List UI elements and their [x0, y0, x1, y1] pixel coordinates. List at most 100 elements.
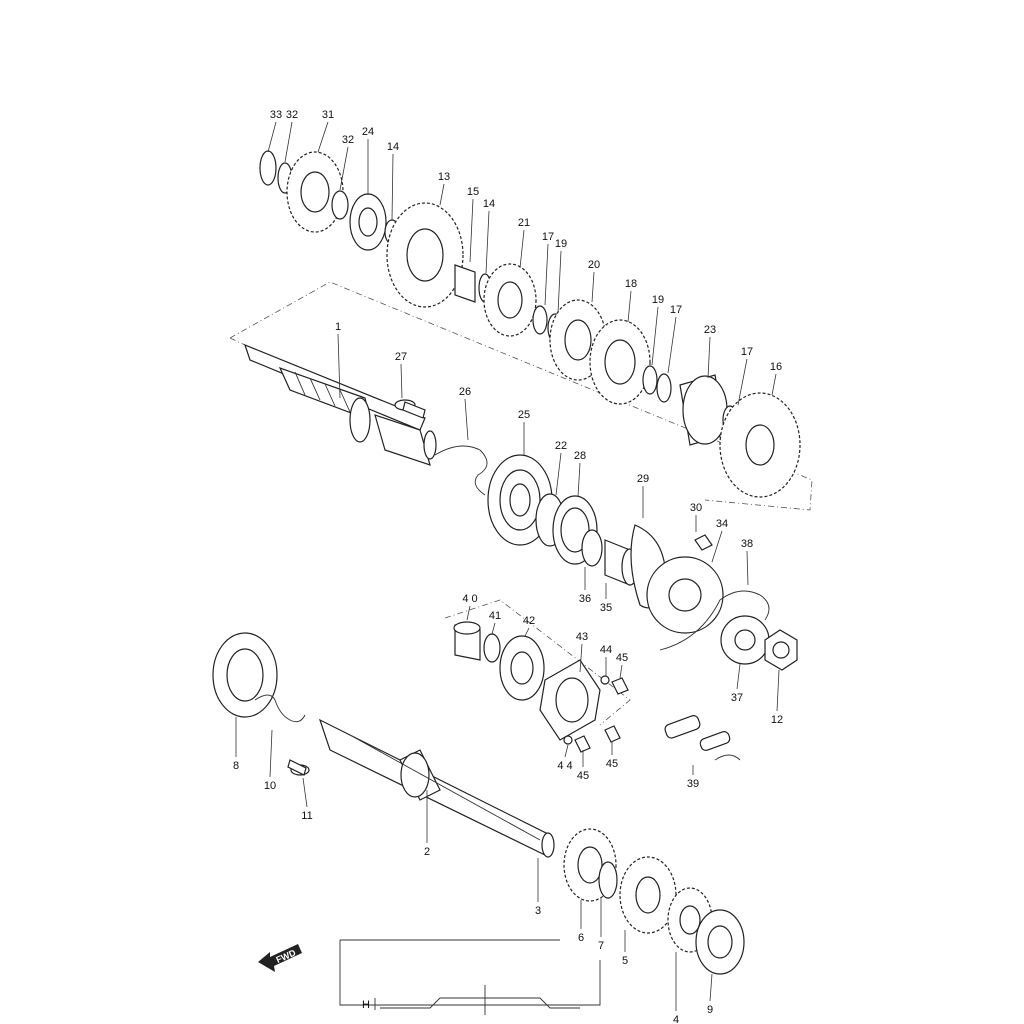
part-label-11: 11: [301, 810, 312, 822]
part-label-24: 24: [362, 126, 374, 138]
leader-line-10: [269, 729, 273, 778]
gear-16: [719, 392, 801, 498]
leader-line-41: [491, 622, 496, 635]
washer-32b: [331, 190, 349, 220]
part-label-32a: 32: [286, 109, 298, 121]
leader-line-13: [439, 183, 445, 206]
bolt-45a: [611, 677, 629, 695]
plate-10: [254, 694, 306, 723]
counter-shaft: [318, 718, 555, 858]
screw-27: [394, 399, 426, 419]
part-label-14a: 14: [387, 141, 399, 153]
bolt-45c: [574, 735, 591, 753]
part-label-22: 22: [555, 440, 567, 452]
leader-line-31: [317, 121, 329, 153]
gear-23: [679, 374, 728, 446]
part-label-13: 13: [438, 171, 450, 183]
gear-31: [286, 151, 344, 233]
part-label-19b: 19: [652, 294, 664, 306]
part-label-39: 39: [687, 778, 699, 790]
leader-line-22: [555, 452, 562, 496]
part-label-45c: 45: [606, 758, 618, 770]
part-label-31: 31: [322, 109, 334, 121]
leader-line-33: [267, 121, 277, 153]
part-label-34: 34: [716, 518, 728, 530]
leader-line-32b: [339, 146, 349, 191]
circlip-17a: [532, 305, 548, 335]
cover-43: [539, 659, 601, 741]
part-label-7: 7: [598, 940, 604, 952]
part-label-17a: 17: [542, 231, 554, 243]
part-label-3: 3: [535, 905, 541, 917]
nut-12: [764, 629, 798, 671]
part-label-9: 9: [707, 1004, 713, 1016]
cover-group-outline: [444, 599, 631, 726]
bushing-40: [453, 621, 481, 661]
leader-line-27: [400, 363, 403, 399]
leader-line-44b: [564, 744, 569, 758]
leader-line-14a: [391, 153, 394, 221]
part-label-30: 30: [690, 502, 702, 514]
part-label-12: 12: [771, 714, 783, 726]
leader-line-38: [746, 550, 749, 586]
gear-18: [589, 319, 651, 405]
bolt-30: [694, 534, 713, 551]
leader-line-37: [736, 663, 741, 690]
leader-line-16: [771, 373, 777, 396]
leader-line-17a: [544, 243, 549, 306]
part-label-42: 42: [523, 615, 535, 627]
part-label-29: 29: [637, 473, 649, 485]
leader-line-40: [466, 605, 471, 621]
part-label-23: 23: [704, 324, 716, 336]
leader-line-26: [464, 398, 469, 441]
leader-line-21: [519, 229, 525, 269]
part-label-45b: 45: [577, 770, 589, 782]
part-label-19a: 19: [555, 238, 567, 250]
leader-line-17b: [667, 316, 677, 374]
chain-38: [659, 590, 770, 651]
part-label-25: 25: [518, 409, 530, 421]
leader-line-9: [709, 973, 713, 1002]
part-label-4: 4: [673, 1014, 679, 1024]
fwd-arrow-icon: [258, 944, 302, 972]
part-label-33: 33: [270, 109, 282, 121]
part-label-2: 2: [424, 846, 430, 858]
part-label-10: 10: [264, 780, 276, 792]
bearing-9: [695, 909, 745, 975]
washer-7: [598, 861, 618, 899]
washer-19b: [642, 365, 658, 395]
leader-line-32a: [284, 121, 293, 163]
retainer-plate-26: [434, 445, 488, 496]
washer-44b: [563, 735, 573, 745]
drive-sprocket-34: [646, 556, 724, 634]
part-label-17c: 17: [741, 346, 753, 358]
leader-line-20: [591, 271, 595, 303]
leader-line-17c: [737, 358, 748, 406]
circlip-33: [259, 150, 277, 186]
main-shaft: [244, 343, 437, 466]
leader-line-45a: [619, 664, 623, 679]
inset-height-label: H: [362, 999, 370, 1011]
leader-line-15: [469, 198, 474, 263]
leader-line-43: [579, 643, 583, 673]
leader-line-1: [337, 333, 341, 399]
washer-44a: [600, 675, 610, 685]
part-label-8: 8: [233, 760, 239, 772]
part-label-5: 5: [622, 955, 628, 967]
gear-5: [619, 856, 677, 934]
leader-line-11: [302, 777, 308, 808]
o-ring-41: [483, 633, 501, 663]
washer-37: [720, 615, 770, 665]
bushing-15: [454, 264, 476, 303]
part-label-20: 20: [588, 259, 600, 271]
leader-line-19b: [651, 306, 659, 366]
bearing-8: [212, 632, 278, 718]
fwd-label: FWD: [274, 947, 297, 965]
part-label-40: 4 0: [462, 593, 477, 605]
part-label-6: 6: [578, 932, 584, 944]
circlip-17b: [656, 373, 672, 403]
part-label-44b: 4 4: [557, 760, 572, 772]
leader-line-18: [627, 290, 632, 323]
